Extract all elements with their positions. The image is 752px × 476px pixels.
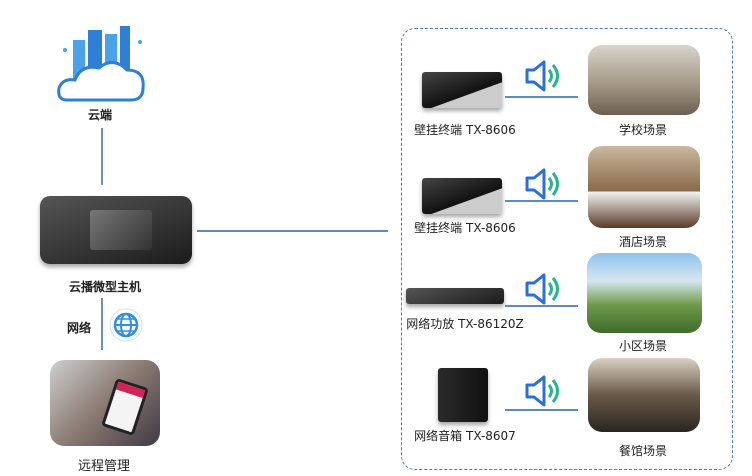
wall-terminal-image — [422, 178, 502, 214]
speaker-icon — [525, 273, 559, 305]
network-speaker-image — [438, 368, 488, 422]
connector-line — [505, 305, 578, 307]
speaker-icon — [525, 60, 559, 92]
speaker-icon — [525, 375, 559, 407]
scene-label: 学校场景 — [618, 123, 668, 137]
cloud-icon — [57, 26, 145, 102]
scene-community-photo — [587, 253, 702, 333]
scene-school-photo — [588, 45, 700, 115]
connector-line — [101, 298, 103, 350]
network-label: 网络 — [66, 321, 92, 335]
scene-label: 小区场景 — [618, 339, 668, 353]
connector-line — [505, 200, 578, 202]
device-label: 壁挂终端 TX-8606 — [414, 221, 516, 235]
terminal-group-box — [401, 28, 733, 470]
host-label: 云播微型主机 — [68, 280, 142, 294]
device-label: 网络功放 TX-86120Z — [406, 317, 524, 331]
connector-line — [197, 230, 388, 232]
device-label: 网络音箱 TX-8607 — [414, 429, 516, 443]
remote-management-photo — [50, 360, 160, 446]
connector-line — [505, 96, 578, 98]
wall-terminal-image — [422, 72, 502, 108]
connector-line — [101, 128, 103, 185]
network-amplifier-image — [406, 288, 504, 304]
micro-host-device-image — [40, 196, 192, 264]
globe-icon — [109, 308, 143, 342]
speaker-icon — [525, 168, 559, 200]
scene-hotel-photo — [588, 146, 700, 228]
scene-label: 餐馆场景 — [618, 444, 668, 458]
scene-restaurant-photo — [588, 358, 700, 432]
scene-label: 酒店场景 — [618, 235, 668, 249]
connector-line — [505, 409, 578, 411]
cloud-label: 云端 — [87, 108, 113, 122]
remote-label: 远程管理 — [77, 459, 131, 474]
device-label: 壁挂终端 TX-8606 — [414, 123, 516, 137]
